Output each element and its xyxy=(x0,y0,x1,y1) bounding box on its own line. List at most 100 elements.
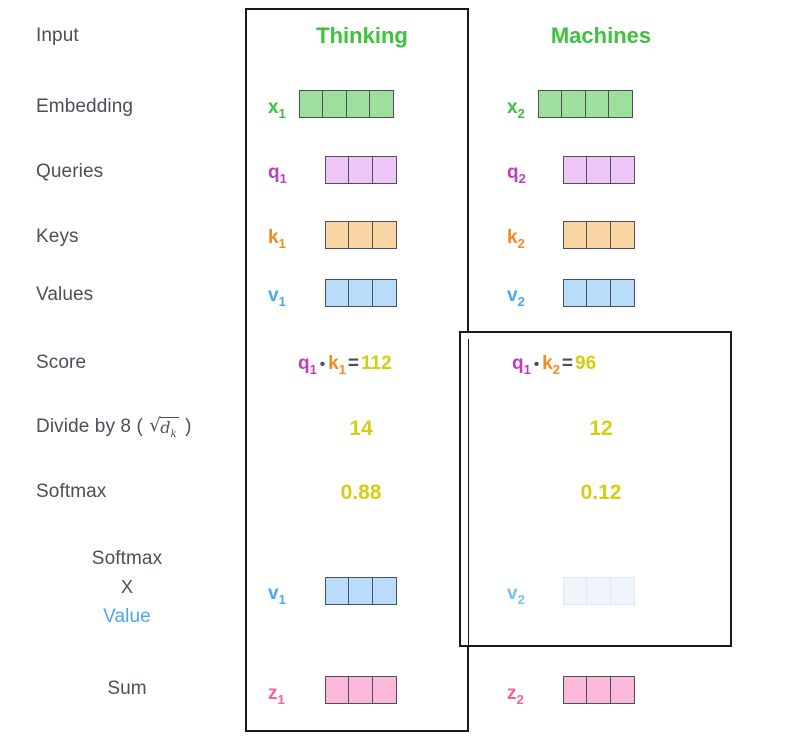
vector-cells-weighted-v1 xyxy=(325,577,397,605)
score-expression-col1: q1•k1=112 xyxy=(298,353,392,377)
score-query-2: q1 xyxy=(512,353,531,377)
row-label-values: Values xyxy=(36,284,94,305)
vector-label-x1: x1 xyxy=(268,97,286,121)
score-equals-2: = xyxy=(561,353,574,374)
row-label-input: Input xyxy=(36,25,79,46)
vector-cell xyxy=(371,279,397,307)
outline-join-vertical xyxy=(461,333,468,645)
vector-cell xyxy=(563,279,588,307)
row-label-sum: Sum xyxy=(107,678,147,699)
vector-label-k2: k2 xyxy=(507,227,525,251)
vector-cell xyxy=(348,577,374,605)
vector-cell xyxy=(561,90,587,118)
vector-label-q1: q1 xyxy=(268,162,287,186)
vector-cell xyxy=(609,279,635,307)
vector-label-v2: v2 xyxy=(507,285,525,309)
vector-cell xyxy=(586,221,612,249)
divide-value-col2: 12 xyxy=(589,417,613,440)
vector-cells-q1 xyxy=(325,156,397,184)
softmax-value-col2: 0.12 xyxy=(580,481,622,504)
divide-prefix-text: Divide by 8 ( xyxy=(36,416,149,437)
vector-cell xyxy=(299,90,324,118)
vector-label-weighted-v1: v1 xyxy=(268,583,286,607)
sqrt-dk-icon: dk xyxy=(149,415,179,441)
row-label-keys: Keys xyxy=(36,226,79,247)
row-label-embedding: Embedding xyxy=(36,96,134,117)
vector-cell xyxy=(563,577,588,605)
row-label-softmax-times-value-line3: Value xyxy=(103,606,151,627)
row-label-score: Score xyxy=(36,352,87,373)
vector-cell xyxy=(369,90,395,118)
vector-cell xyxy=(563,676,588,704)
vector-label-v1: v1 xyxy=(268,285,286,309)
row-label-softmax: Softmax xyxy=(36,481,107,502)
vector-cell xyxy=(584,90,610,118)
column-title-thinking: Thinking xyxy=(316,23,408,48)
outline-box-primary xyxy=(245,8,469,732)
vector-cell xyxy=(608,90,634,118)
vector-cells-z2 xyxy=(563,676,635,704)
dot-product-icon: • xyxy=(533,356,540,373)
vector-cell xyxy=(345,90,371,118)
vector-cell xyxy=(586,279,612,307)
vector-cells-x1 xyxy=(299,90,395,118)
vector-cells-v1 xyxy=(325,279,397,307)
row-label-softmax-times-value-line2: X xyxy=(120,577,134,597)
vector-label-q2: q2 xyxy=(507,162,526,186)
vector-cell xyxy=(609,676,635,704)
vector-cell xyxy=(371,577,397,605)
radicand-subscript-k: k xyxy=(170,429,177,441)
column-title-machines: Machines xyxy=(550,23,652,48)
outline-box-secondary xyxy=(459,331,732,647)
score-equals-1: = xyxy=(347,353,360,374)
divide-value-col1: 14 xyxy=(349,417,373,440)
vector-label-weighted-v2: v2 xyxy=(507,583,525,607)
vector-cell xyxy=(371,221,397,249)
vector-cell xyxy=(563,156,588,184)
vector-label-z2: z2 xyxy=(507,683,524,707)
score-result-1: 112 xyxy=(361,353,392,374)
vector-cells-x2 xyxy=(538,90,634,118)
vector-cell xyxy=(609,577,635,605)
dot-product-icon: • xyxy=(319,356,326,373)
vector-cell xyxy=(538,90,563,118)
vector-cell xyxy=(348,676,374,704)
outline-join-horizontal xyxy=(467,333,730,339)
vector-cell xyxy=(325,279,350,307)
vector-cells-q2 xyxy=(563,156,635,184)
vector-cell xyxy=(371,156,397,184)
score-key-2: k2 xyxy=(542,353,560,377)
vector-cell xyxy=(586,577,612,605)
vector-label-k1: k1 xyxy=(268,227,286,251)
vector-cells-k1 xyxy=(325,221,397,249)
vector-cell xyxy=(586,156,612,184)
vector-cell xyxy=(325,577,350,605)
score-query-1: q1 xyxy=(298,353,317,377)
vector-cells-k2 xyxy=(563,221,635,249)
vector-cell xyxy=(325,676,350,704)
vector-cell xyxy=(586,676,612,704)
vector-cell xyxy=(563,221,588,249)
vector-cell xyxy=(609,221,635,249)
score-expression-col2: q1•k2=96 xyxy=(512,353,596,377)
vector-label-z1: z1 xyxy=(268,683,285,707)
vector-cell xyxy=(609,156,635,184)
vector-cell xyxy=(371,676,397,704)
row-label-queries: Queries xyxy=(36,161,104,182)
divide-suffix-text: ) xyxy=(179,416,192,437)
vector-cells-v2 xyxy=(563,279,635,307)
vector-cells-weighted-v2 xyxy=(563,577,635,605)
vector-cells-z1 xyxy=(325,676,397,704)
row-label-softmax-times-value-line1: Softmax xyxy=(91,548,163,569)
softmax-value-col1: 0.88 xyxy=(340,481,382,504)
score-key-1: k1 xyxy=(328,353,346,377)
score-result-2: 96 xyxy=(575,353,597,374)
vector-label-x2: x2 xyxy=(507,97,525,121)
vector-cell xyxy=(325,156,350,184)
row-label-divide-by-8: Divide by 8 ( dk ) xyxy=(36,415,236,441)
vector-cell xyxy=(348,279,374,307)
vector-cell xyxy=(322,90,348,118)
vector-cell xyxy=(348,221,374,249)
radicand-d: d xyxy=(160,418,171,437)
